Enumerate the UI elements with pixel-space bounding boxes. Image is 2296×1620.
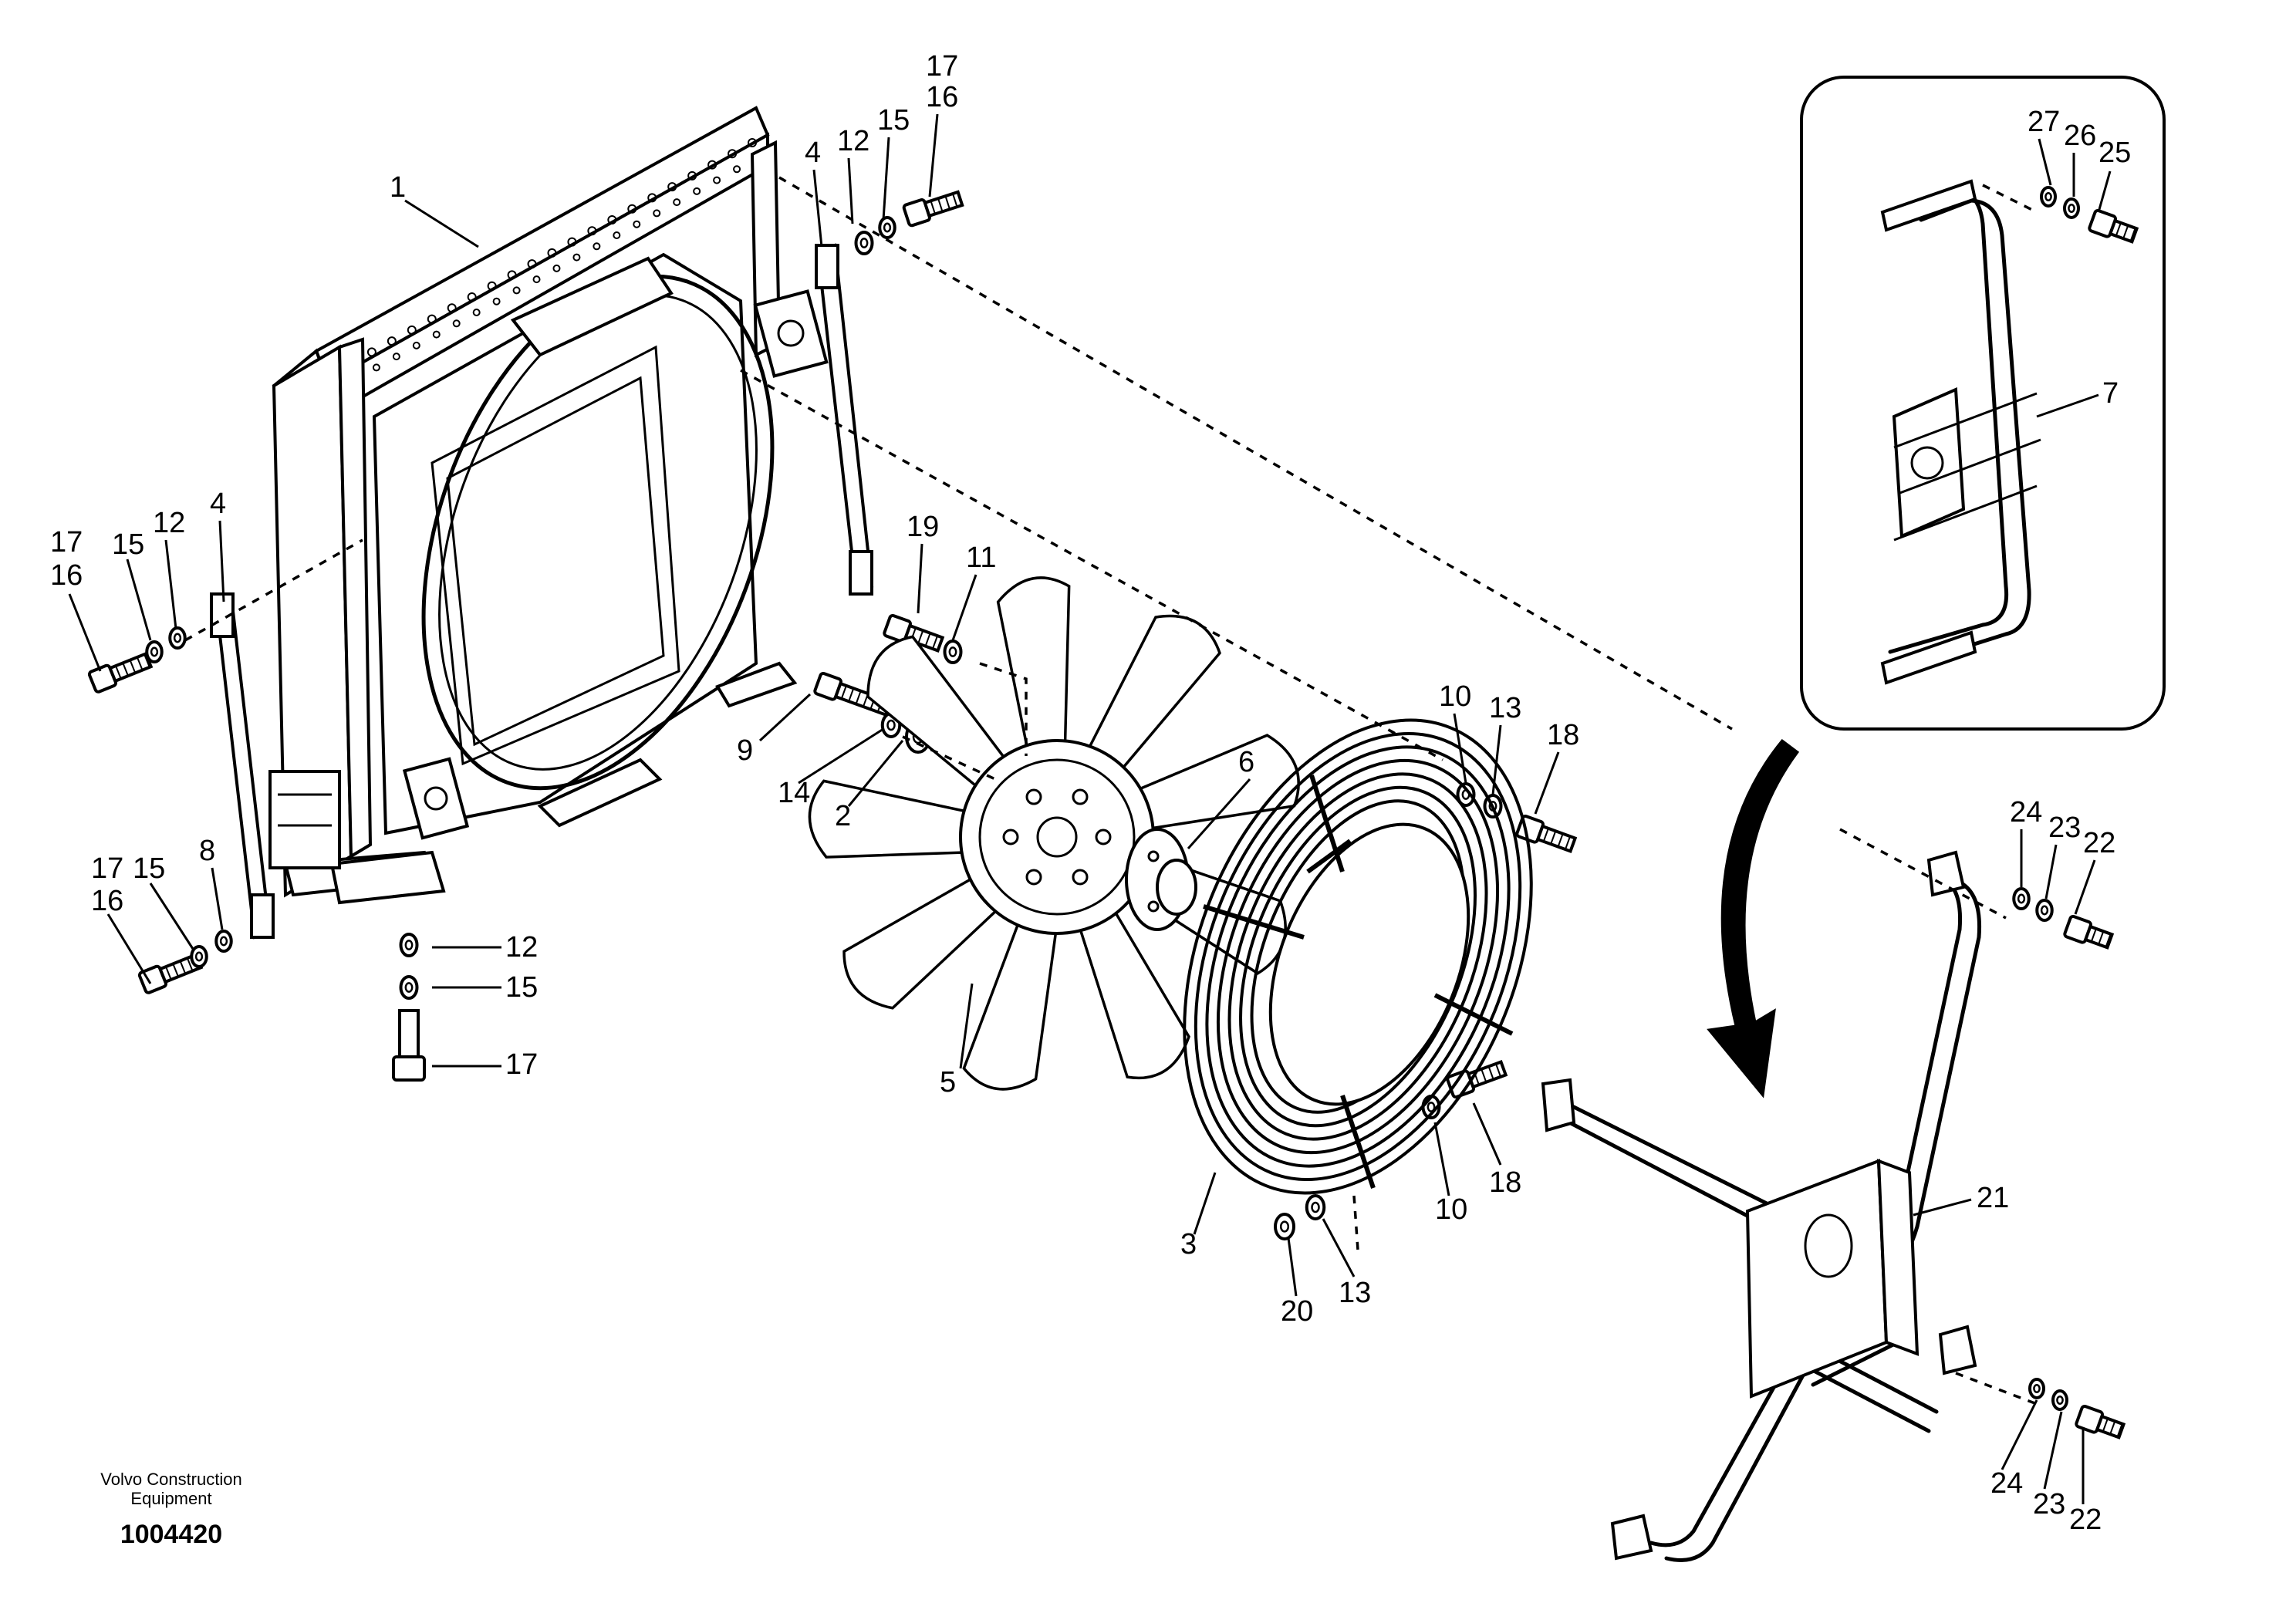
callout-3: 3 bbox=[1180, 1228, 1197, 1261]
radiator-frame bbox=[268, 106, 829, 905]
callout-13-bottom: 13 bbox=[1339, 1277, 1371, 1309]
callout-17-lower: 17 bbox=[91, 852, 123, 885]
callout-leaders bbox=[68, 113, 2112, 1504]
washer bbox=[399, 975, 419, 1000]
callout-2: 2 bbox=[835, 800, 851, 832]
spacer-hub bbox=[1125, 828, 1197, 931]
fan-blade bbox=[866, 635, 1011, 795]
callout-5: 5 bbox=[940, 1066, 956, 1099]
bolt bbox=[902, 190, 964, 228]
fan-blade bbox=[1084, 614, 1221, 777]
bolt bbox=[883, 613, 945, 653]
fan-blade bbox=[962, 916, 1059, 1091]
washer bbox=[145, 640, 164, 663]
callout-23-top: 23 bbox=[2048, 812, 2081, 844]
callout-12-left: 12 bbox=[153, 507, 185, 539]
footer-block: Volvo Construction Equipment 1004420 bbox=[100, 1470, 241, 1549]
bolt bbox=[2075, 1404, 2126, 1439]
bolt bbox=[2063, 914, 2115, 950]
washer bbox=[2012, 887, 2031, 910]
callout-25: 25 bbox=[2098, 137, 2131, 169]
callout-6: 6 bbox=[1238, 746, 1254, 778]
fan-blade bbox=[842, 872, 1004, 1010]
callout-4-left: 4 bbox=[210, 488, 226, 520]
callout-16-left: 16 bbox=[50, 559, 83, 592]
fan-blade bbox=[1129, 734, 1300, 832]
callout-22-top: 22 bbox=[2083, 827, 2115, 859]
callout-10-top: 10 bbox=[1439, 680, 1471, 713]
callout-16-top: 16 bbox=[926, 81, 958, 113]
callout-15-top: 15 bbox=[877, 104, 910, 137]
callout-27: 27 bbox=[2028, 106, 2060, 138]
dashed-alignment-lines bbox=[184, 176, 2038, 1406]
drawing-number: 1004420 bbox=[120, 1520, 222, 1549]
fasteners-group bbox=[87, 186, 2139, 1439]
callout-18-bottom: 18 bbox=[1489, 1166, 1521, 1199]
callout-15-bottom: 15 bbox=[505, 971, 538, 1004]
callout-labels: 1 4 12 15 17 16 17 16 15 12 4 17 15 16 8… bbox=[50, 50, 2131, 1536]
company-name-line1: Volvo Construction bbox=[100, 1470, 241, 1489]
callout-14: 14 bbox=[778, 777, 810, 809]
fan bbox=[808, 576, 1300, 1091]
fan-blade bbox=[808, 779, 977, 859]
washer bbox=[2051, 1389, 2068, 1411]
washer bbox=[2028, 1378, 2045, 1399]
callout-12-bottom: 12 bbox=[505, 931, 538, 964]
washer bbox=[2063, 197, 2080, 219]
washer bbox=[2035, 899, 2054, 922]
callout-19: 19 bbox=[907, 511, 939, 543]
callout-18-top: 18 bbox=[1547, 719, 1579, 751]
callout-17-top: 17 bbox=[926, 50, 958, 83]
callout-11: 11 bbox=[966, 542, 996, 574]
bolt bbox=[2088, 208, 2139, 244]
washer bbox=[943, 640, 963, 664]
callout-12-top: 12 bbox=[837, 125, 869, 157]
curved-direction-arrow bbox=[1707, 738, 1800, 1099]
callout-23-bottom: 23 bbox=[2033, 1488, 2065, 1520]
washer bbox=[1274, 1213, 1295, 1240]
callout-17-left: 17 bbox=[50, 526, 83, 559]
callout-20: 20 bbox=[1281, 1295, 1313, 1328]
washer bbox=[854, 231, 874, 255]
washer bbox=[1456, 782, 1476, 807]
strap-left bbox=[210, 592, 275, 940]
washer bbox=[878, 216, 896, 239]
inset-detail-box bbox=[1800, 76, 2166, 731]
callout-9: 9 bbox=[737, 734, 753, 767]
washer bbox=[214, 930, 233, 953]
callout-1: 1 bbox=[390, 171, 406, 204]
callout-15-left: 15 bbox=[112, 528, 144, 561]
callout-15-lower: 15 bbox=[133, 852, 165, 885]
callout-24-bottom: 24 bbox=[1990, 1467, 2023, 1500]
fan-guard bbox=[1183, 718, 1533, 1195]
callout-10-bottom: 10 bbox=[1435, 1193, 1467, 1226]
callout-8: 8 bbox=[199, 835, 215, 867]
callout-7: 7 bbox=[2102, 377, 2119, 410]
callout-13-top: 13 bbox=[1489, 692, 1521, 724]
inset-guard-bracket bbox=[1880, 179, 2041, 685]
strap-right bbox=[815, 243, 874, 596]
bolt bbox=[392, 1009, 426, 1082]
fan-blade bbox=[996, 576, 1071, 755]
washer bbox=[2040, 186, 2057, 208]
washer bbox=[1305, 1194, 1326, 1220]
bolt bbox=[87, 651, 154, 694]
callout-4-top: 4 bbox=[805, 137, 821, 169]
callout-16-lower: 16 bbox=[91, 885, 123, 917]
callout-21: 21 bbox=[1977, 1182, 2009, 1214]
company-name-line2: Equipment bbox=[130, 1489, 211, 1508]
washer bbox=[399, 933, 419, 957]
fan-blade bbox=[1076, 903, 1190, 1079]
callout-26: 26 bbox=[2064, 120, 2096, 152]
support-frame bbox=[1541, 850, 1982, 1562]
callout-22-bottom: 22 bbox=[2069, 1504, 2102, 1536]
callout-17-bottom: 17 bbox=[505, 1048, 538, 1081]
washer bbox=[168, 626, 187, 650]
callout-24-top: 24 bbox=[2010, 796, 2042, 829]
washer bbox=[190, 945, 208, 968]
